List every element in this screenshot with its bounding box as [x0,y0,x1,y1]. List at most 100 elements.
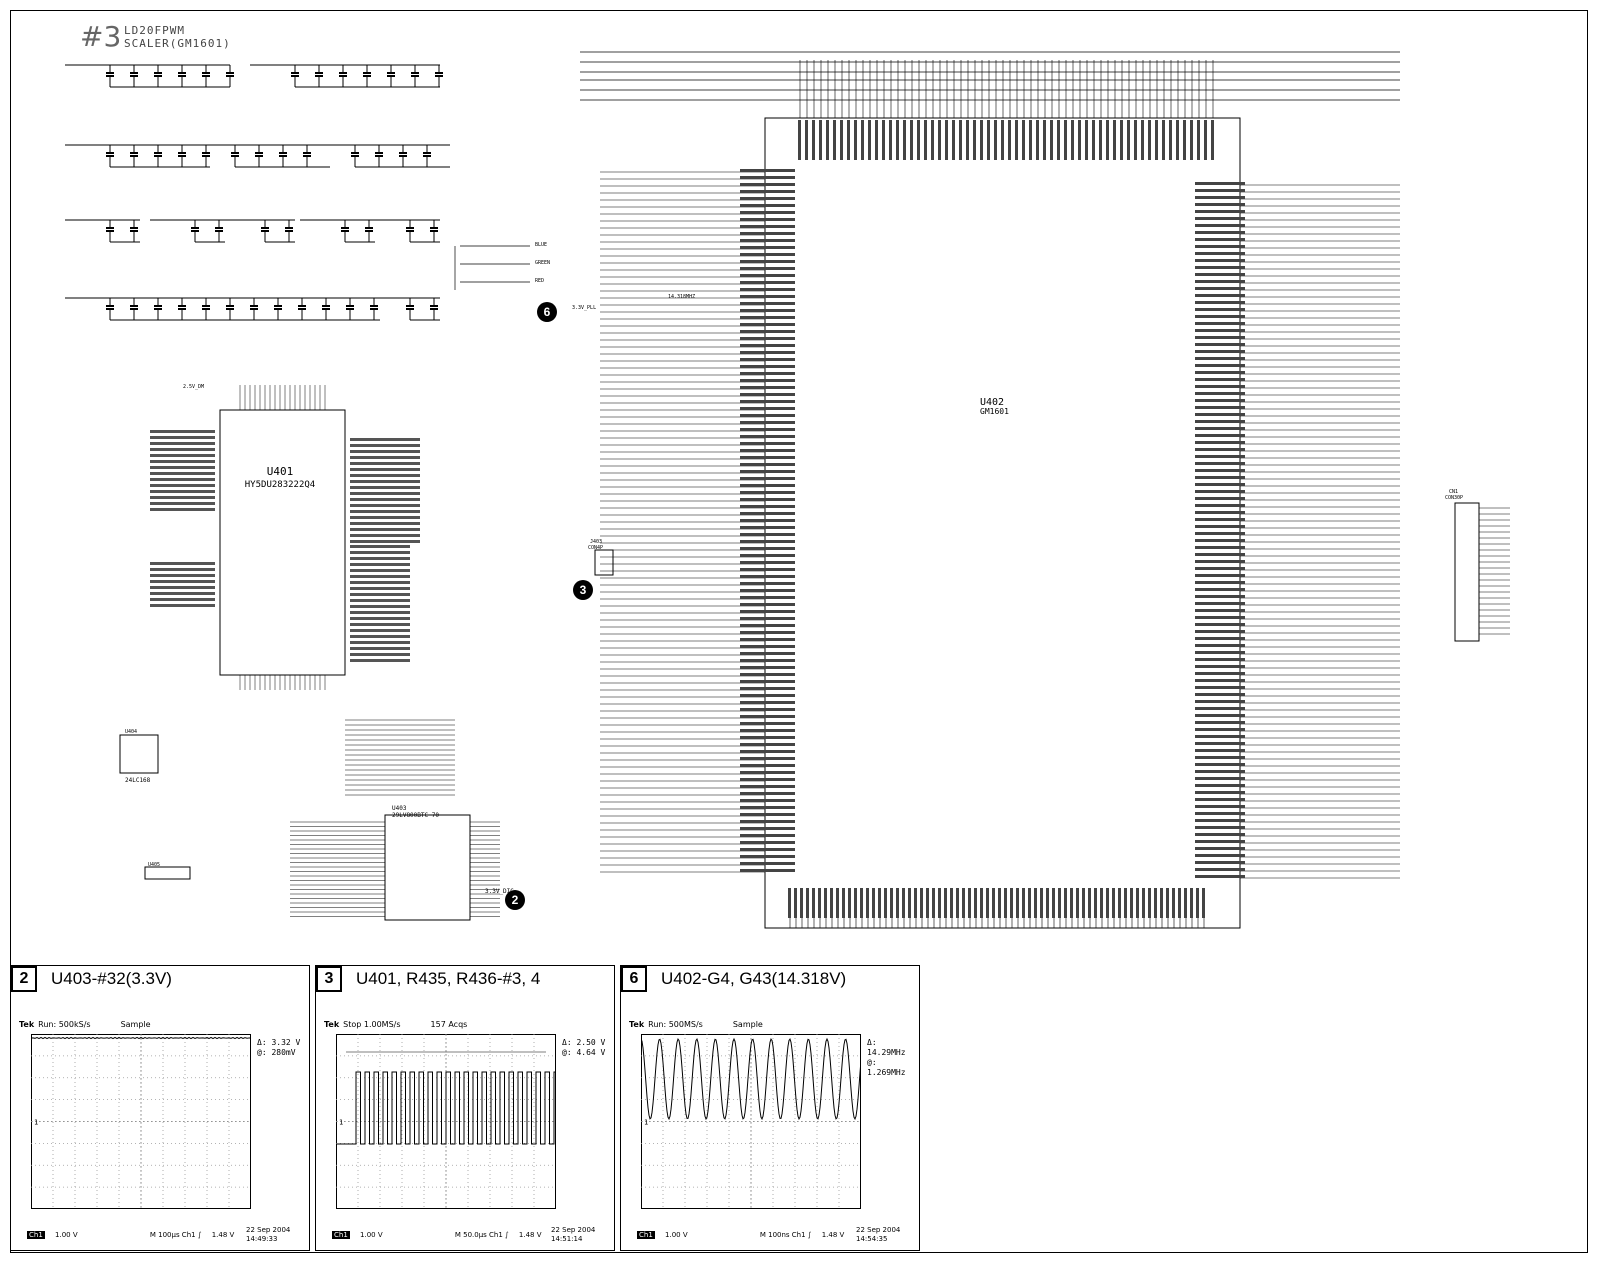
pin-label [740,239,795,242]
pin-label [740,288,795,291]
model-label: LD20FPWM [124,24,185,37]
pin-label [987,120,990,160]
pin-label [788,888,791,918]
pin-label [980,120,983,160]
net-3v3-dig: 3.3V_DIG [485,888,514,895]
pin-label [740,365,795,368]
pin-label [150,574,215,577]
pin-label [740,316,795,319]
pin-label [1085,120,1088,160]
pin-label [1195,581,1245,584]
volts-div: 1.00 V [665,1231,688,1239]
u401-ref: U401 [267,465,294,478]
pin-label [350,516,420,519]
pin-label [740,407,795,410]
pin-label [1148,888,1151,918]
pin-label [998,888,1001,918]
pin-label [740,435,795,438]
pin-label [1195,469,1245,472]
pin-label [890,888,893,918]
scope-footer: Ch1 1.00 V M 100ns Ch1 ∫ 1.48 V [637,1231,907,1239]
pin-label [350,444,420,447]
pin-label [740,393,795,396]
pin-label [1195,385,1245,388]
pin-label [740,225,795,228]
pin-label [1043,120,1046,160]
test-point-marker-3: 3 [573,580,593,600]
pin-label [866,888,869,918]
pin-label [740,253,795,256]
pin-label [884,888,887,918]
pin-label [1195,868,1245,871]
pin-label [824,888,827,918]
pin-label [740,743,795,746]
measurement-delta: Δ: 14.29MHz [867,1038,906,1057]
pin-label [910,120,913,160]
waveform-trace [31,1036,251,1040]
pin-label [1195,826,1245,829]
pin-label [1195,483,1245,486]
pin-label [740,400,795,403]
pin-label [740,582,795,585]
u402-chip: U402 GM1601 [764,117,1241,929]
pin-label [854,888,857,918]
pin-label [1178,888,1181,918]
pin-label [740,855,795,858]
pin-label [740,344,795,347]
pin-label [1195,539,1245,542]
pin-label [1071,120,1074,160]
measurement-at: @: 280mV [257,1048,296,1057]
scope-footer: Ch1 1.00 V M 50.0μs Ch1 ∫ 1.48 V [332,1231,602,1239]
pin-label [350,563,410,566]
pin-label [994,120,997,160]
pin-label [150,490,215,493]
pin-label [740,197,795,200]
trigger-level: 1.48 V [821,1231,845,1239]
pin-label [1195,203,1245,206]
pin-label [1184,888,1187,918]
pin-label [1195,399,1245,402]
pin-label [1195,224,1245,227]
pin-label [740,176,795,179]
u404-chip: U404 24LC168 [119,729,159,784]
pin-label [350,581,410,584]
pin-label [350,534,420,537]
pin-label [1195,812,1245,815]
pin-label [740,610,795,613]
pin-label [1088,888,1091,918]
pin-label [350,498,420,501]
pin-label [1183,120,1186,160]
pin-label-rows [150,120,1245,918]
pin-label [740,386,795,389]
pin-label [350,605,410,608]
pin-label [1195,637,1245,640]
pin-label [1195,490,1245,493]
pin-label [740,715,795,718]
pin-label [740,750,795,753]
pin-label [150,454,215,457]
pin-label [1195,336,1245,339]
pin-label [350,480,420,483]
pin-label [1130,888,1133,918]
pin-label [740,680,795,683]
pin-label [1195,322,1245,325]
pin-label [896,120,899,160]
pin-label [740,463,795,466]
pin-label [968,888,971,918]
pin-label [740,281,795,284]
pin-label [740,645,795,648]
pin-label [1195,364,1245,367]
channel-badge: Ch1 [332,1231,350,1239]
pin-label [740,547,795,550]
pin-label [1064,888,1067,918]
pin-label [1154,888,1157,918]
scope-footer: Ch1 1.00 V M 100μs Ch1 ∫ 1.48 V [27,1231,297,1239]
pin-label [1195,420,1245,423]
pin-label [1195,756,1245,759]
pin-label [992,888,995,918]
pin-label [860,888,863,918]
